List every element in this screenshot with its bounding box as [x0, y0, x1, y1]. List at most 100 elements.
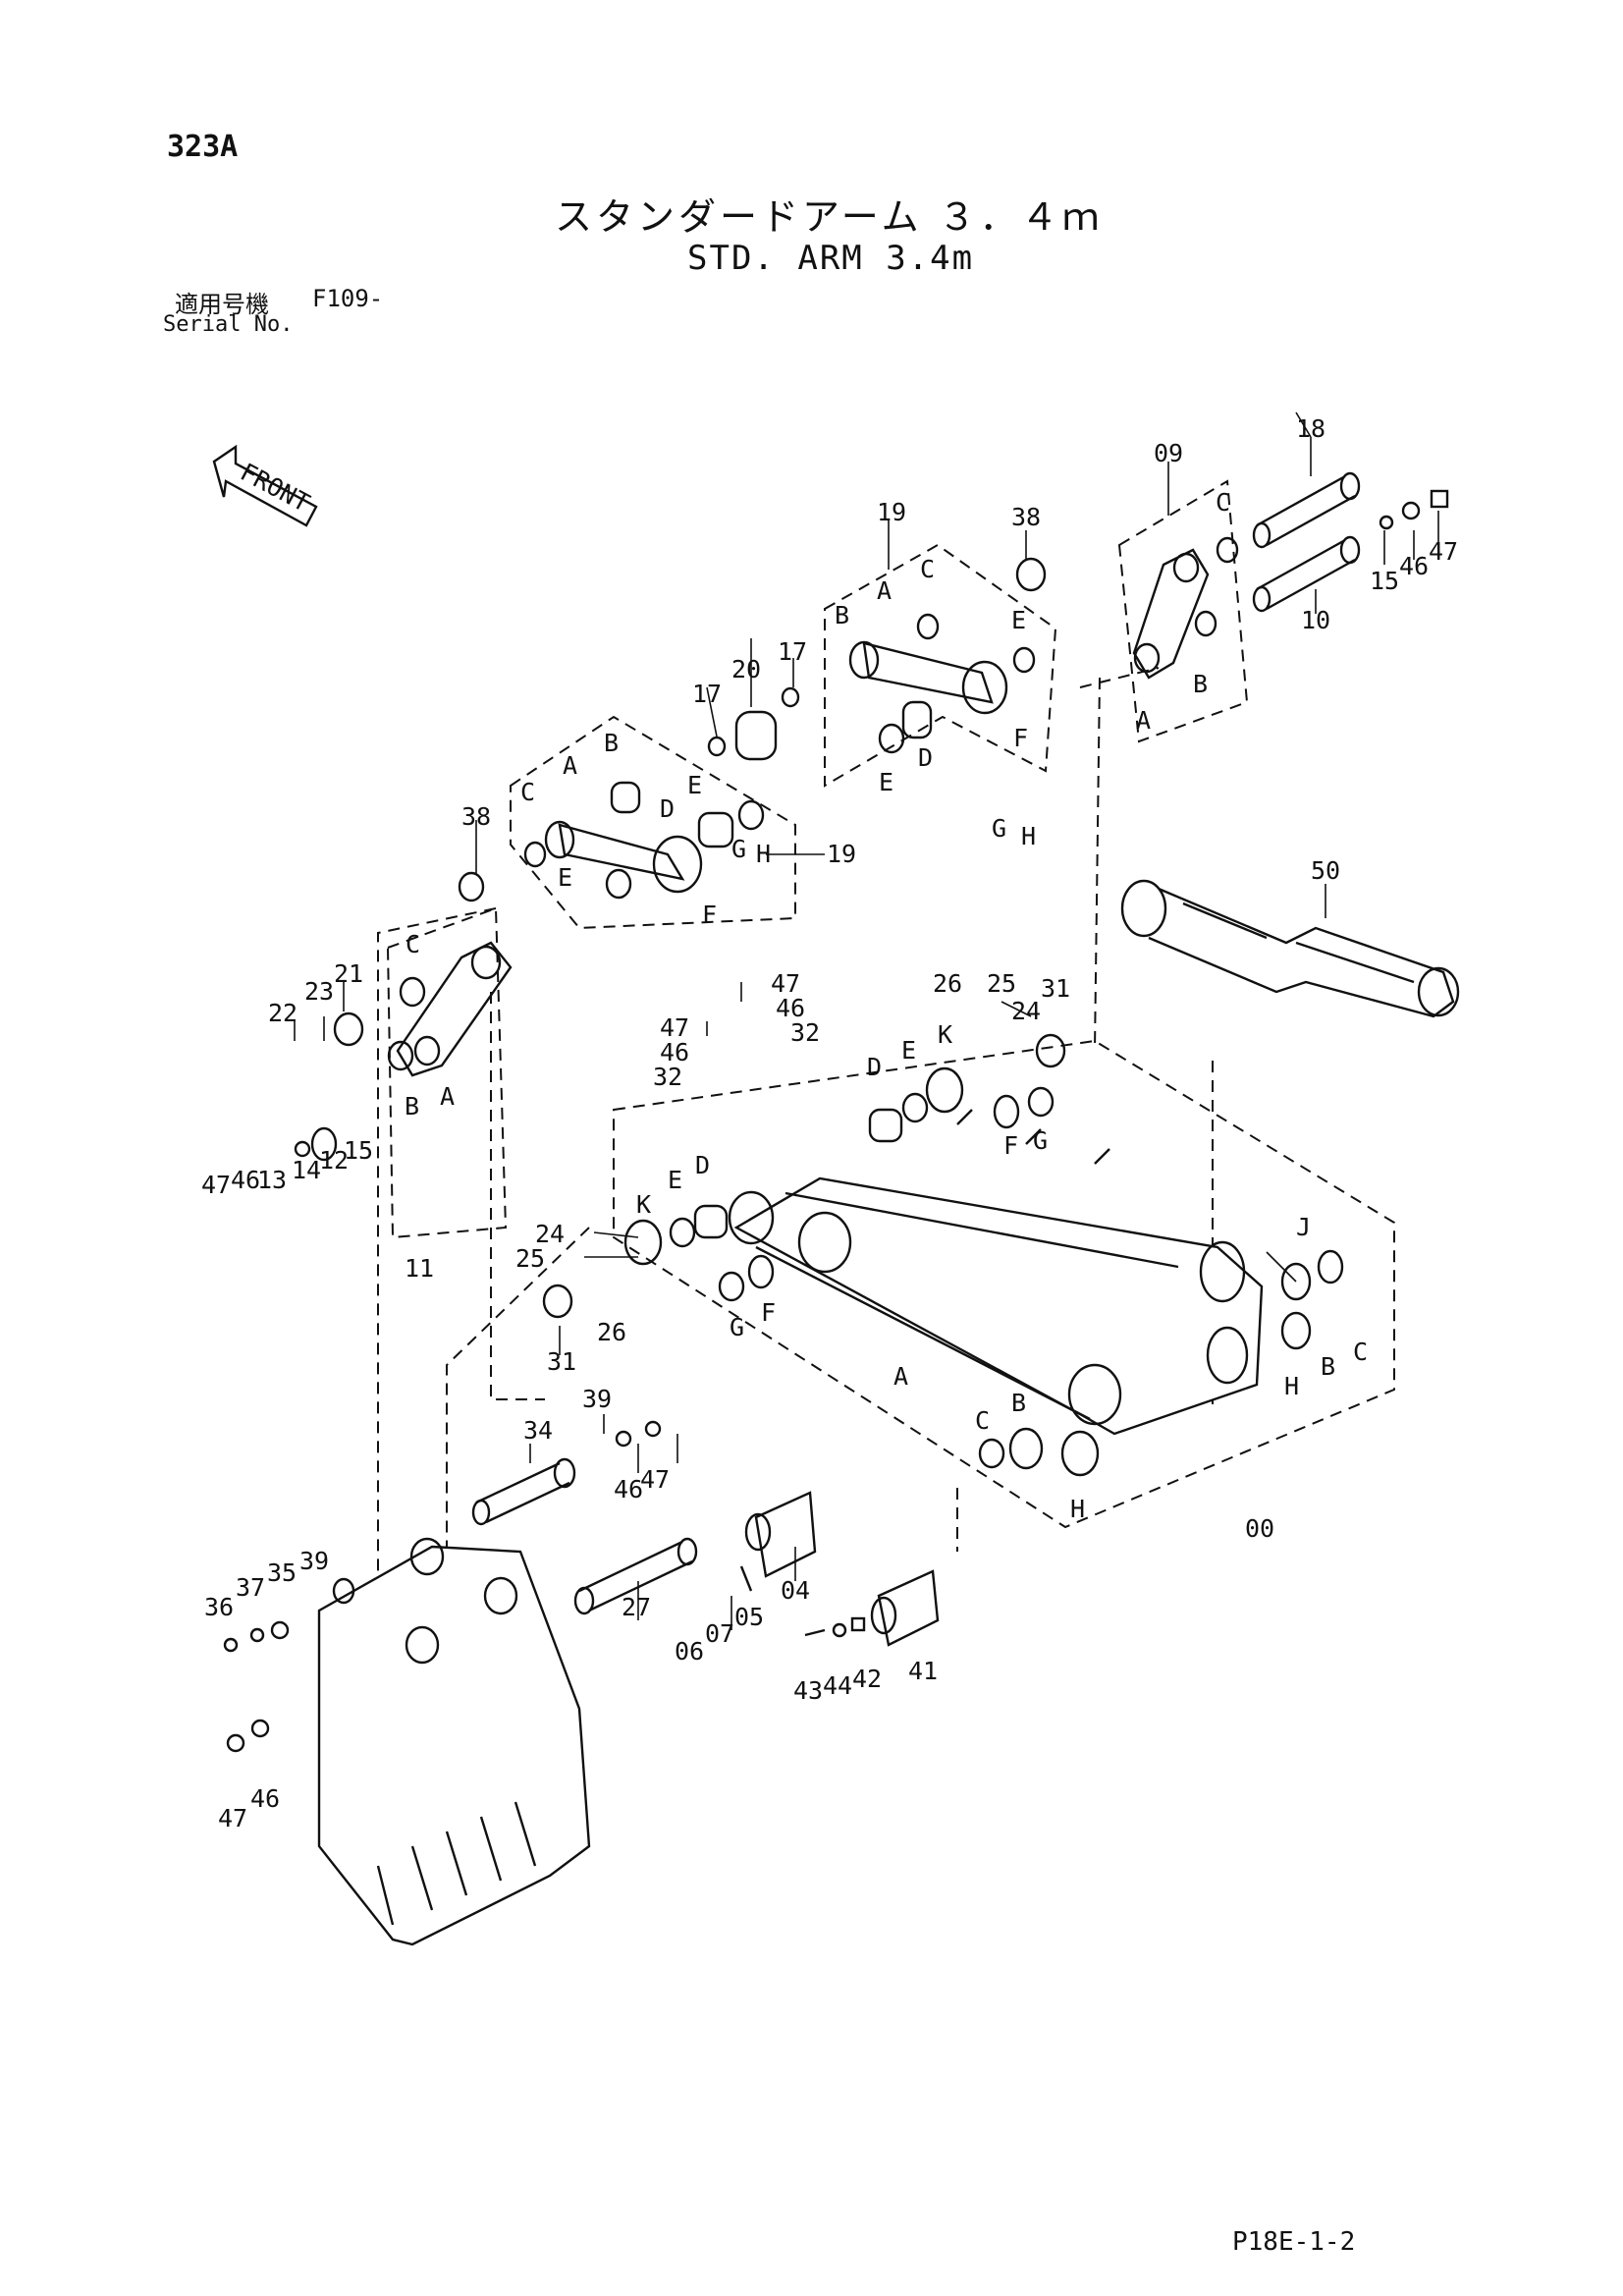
- callout-12: 12: [319, 1146, 349, 1175]
- letter-label-b: B: [1011, 1389, 1026, 1417]
- callout-46: 46: [231, 1166, 260, 1194]
- group-box-19-lower: [510, 715, 796, 930]
- callout-25: 25: [515, 1244, 545, 1273]
- callout-47: 47: [1429, 537, 1458, 566]
- letter-label-e: E: [668, 1166, 682, 1194]
- arm-00: [728, 1109, 1264, 1436]
- callout-21: 21: [334, 959, 363, 988]
- callout-00: 00: [1245, 1514, 1274, 1543]
- letter-label-g: G: [731, 835, 746, 863]
- letter-label-e: E: [558, 863, 572, 892]
- letter-label-d: D: [918, 743, 933, 772]
- letter-label-h: H: [1284, 1372, 1299, 1400]
- front-arrow-icon: FRONT: [212, 444, 318, 527]
- callout-39: 39: [299, 1547, 329, 1575]
- callout-06: 06: [675, 1637, 704, 1666]
- callout-38: 38: [1011, 503, 1041, 531]
- callout-46: 46: [614, 1475, 643, 1503]
- link-09: [1132, 536, 1239, 680]
- letter-label-k: K: [938, 1020, 952, 1049]
- letter-label-a: A: [563, 751, 577, 780]
- pin-41: [804, 1569, 940, 1647]
- pin-34: [471, 1420, 662, 1526]
- letter-label-k: K: [636, 1190, 651, 1219]
- callout-24: 24: [535, 1220, 565, 1248]
- callout-38: 38: [461, 802, 491, 831]
- page-code: 323A: [167, 130, 239, 164]
- pin-18: [1252, 471, 1361, 549]
- letter-label-g: G: [992, 814, 1006, 843]
- callout-26: 26: [933, 969, 962, 998]
- callout-05: 05: [734, 1603, 764, 1631]
- callout-10: 10: [1301, 606, 1330, 634]
- letter-label-f: F: [1003, 1131, 1018, 1160]
- washer-46: [1401, 501, 1421, 520]
- letter-label-d: D: [695, 1151, 710, 1179]
- leader-lines: [294, 411, 1439, 1630]
- callout-47: 47: [201, 1171, 231, 1199]
- grease-nipple-15: [1379, 515, 1394, 530]
- callout-31: 31: [547, 1347, 576, 1376]
- page-title-japanese: スタンダードアーム ３．４ｍ: [555, 195, 1104, 239]
- callout-17: 17: [692, 680, 722, 708]
- callout-17: 17: [778, 637, 807, 666]
- group-box-11: [386, 906, 508, 1239]
- callout-46: 46: [1399, 552, 1429, 580]
- bucket: [223, 1537, 591, 1946]
- serial-label-english: Serial No.: [163, 312, 294, 337]
- arm-bushings: [542, 1033, 1344, 1477]
- serial-label-japanese: 適用号機: [175, 291, 269, 318]
- group-box-19-upper: [824, 543, 1057, 788]
- letter-label-e: E: [901, 1036, 916, 1065]
- letter-label-a: A: [893, 1362, 908, 1391]
- serial-code: F109-: [312, 285, 384, 312]
- callout-47: 47: [771, 969, 800, 998]
- callout-13: 13: [257, 1166, 287, 1194]
- link-11: [294, 941, 513, 1162]
- callout-20: 20: [731, 655, 761, 683]
- letter-label-b: B: [604, 729, 619, 757]
- callout-32: 32: [653, 1063, 682, 1091]
- callout-34: 34: [523, 1416, 553, 1445]
- letter-label-f: F: [1013, 724, 1028, 752]
- callout-46: 46: [776, 994, 805, 1022]
- letter-label-d: D: [867, 1053, 882, 1081]
- cap-47: [1430, 489, 1449, 509]
- letter-label-a: A: [877, 576, 892, 605]
- letter-label-c: C: [1216, 488, 1230, 517]
- callout-37: 37: [236, 1573, 265, 1602]
- letter-label-b: B: [1321, 1352, 1335, 1381]
- bushing-20: [707, 686, 800, 761]
- callout-42: 42: [852, 1665, 882, 1693]
- callout-09: 09: [1154, 439, 1183, 467]
- callout-47: 47: [218, 1804, 247, 1832]
- callout-15: 15: [1370, 567, 1399, 595]
- callout-35: 35: [267, 1558, 297, 1587]
- letter-label-h: H: [756, 840, 771, 868]
- callout-25: 25: [987, 969, 1016, 998]
- link-19-upper: [848, 557, 1047, 754]
- letter-label-c: C: [520, 778, 535, 806]
- letter-label-e: E: [1011, 606, 1026, 634]
- sheet-code: P18E-1-2: [1232, 2227, 1356, 2257]
- letter-label-g: G: [730, 1313, 744, 1341]
- callout-14: 14: [292, 1156, 321, 1184]
- letter-label-c: C: [975, 1406, 990, 1435]
- page-title-english: STD. ARM 3.4m: [687, 239, 975, 278]
- letter-label-f: F: [702, 901, 717, 929]
- letter-label-a: A: [440, 1082, 455, 1111]
- letter-label-f: F: [761, 1298, 776, 1327]
- callout-50: 50: [1311, 856, 1340, 885]
- callout-24: 24: [1011, 997, 1041, 1025]
- callout-43: 43: [793, 1676, 823, 1705]
- letter-label-c: C: [920, 555, 935, 583]
- callout-32: 32: [790, 1018, 820, 1047]
- group-box-09: [1117, 479, 1249, 743]
- letter-label-j: J: [1296, 1213, 1311, 1241]
- pin-27: [573, 1537, 698, 1615]
- letter-label-g: G: [1033, 1126, 1048, 1155]
- letter-label-a: A: [1136, 706, 1151, 735]
- letter-label-d: D: [660, 794, 675, 823]
- callout-15: 15: [344, 1136, 373, 1165]
